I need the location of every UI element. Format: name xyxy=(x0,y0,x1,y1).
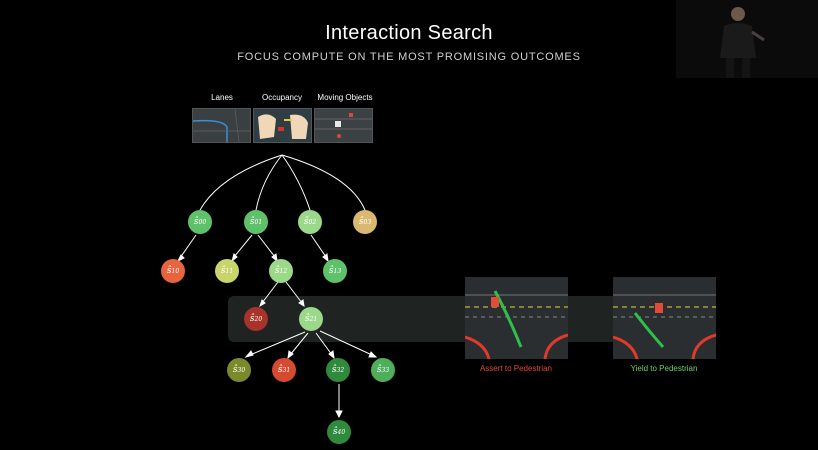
slide-subtitle: FOCUS COMPUTE ON THE MOST PROMISING OUTC… xyxy=(237,51,581,63)
moving-objects-thumbnail xyxy=(314,108,373,143)
assert-outcome-label: Assert to Pedestrian xyxy=(479,364,553,373)
input-label-occupancy: Occupancy xyxy=(261,93,303,102)
occupancy-thumbnail xyxy=(253,108,312,143)
yield-outcome-panel xyxy=(613,277,716,359)
input-label-lanes: Lanes xyxy=(211,93,233,102)
assert-outcome-panel xyxy=(465,277,568,359)
lanes-thumbnail xyxy=(192,108,251,143)
presenter-video xyxy=(676,0,818,78)
input-label-moving-objects: Moving Objects xyxy=(317,93,373,102)
slide-title: Interaction Search xyxy=(325,22,493,44)
presenter-figure xyxy=(720,7,765,78)
yield-outcome-label: Yield to Pedestrian xyxy=(630,364,698,373)
